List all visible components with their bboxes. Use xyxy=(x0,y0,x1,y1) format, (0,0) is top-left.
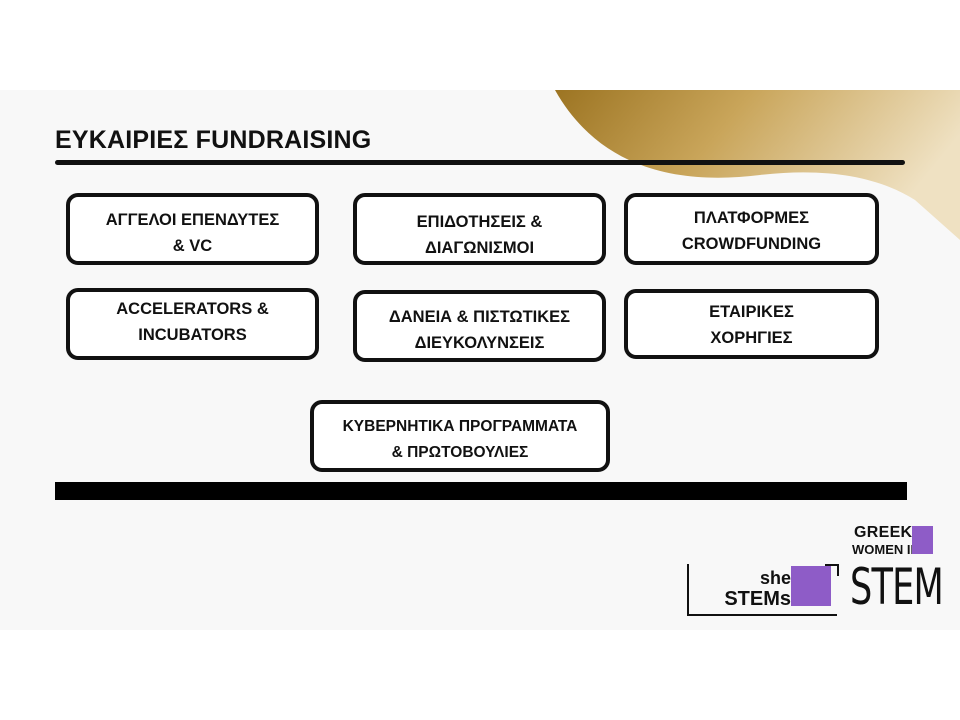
box-line: ΔΙΑΓΩΝΙΣΜΟΙ xyxy=(424,239,535,257)
logo-she-text: she xyxy=(759,568,791,588)
box-line: ΕΠΙΔΟΤΗΣΕΙΣ & xyxy=(416,213,543,231)
logo-stems-text: STEMs xyxy=(724,588,791,610)
box-government-programs: ΚΥΒΕΡΝΗΤΙΚΑ ΠΡΟΓΡΑΜΜΑΤΑ & ΠΡΩΤΟΒΟΥΛΙΕΣ xyxy=(310,400,610,472)
logo-stem-text: STEM xyxy=(850,558,944,616)
box-line: ACCELERATORS & xyxy=(116,300,269,318)
box-line: ΔΑΝΕΙΑ & ΠΙΣΤΩΤΙΚΕΣ xyxy=(388,308,571,326)
logo-bracket xyxy=(687,564,837,616)
box-line: & VC xyxy=(172,237,213,255)
bottom-divider-bar xyxy=(55,482,907,500)
box-loans-credit: ΔΑΝΕΙΑ & ΠΙΣΤΩΤΙΚΕΣ ΔΙΕΥΚΟΛΥΝΣΕΙΣ xyxy=(353,290,606,362)
logo-greek-text: GREEK xyxy=(854,524,913,541)
logo-purple-square xyxy=(791,566,831,606)
box-line: CROWDFUNDING xyxy=(681,235,822,253)
logo-purple-square xyxy=(912,526,933,554)
title-underline xyxy=(55,160,905,165)
box-grants-competitions: ΕΠΙΔΟΤΗΣΕΙΣ & ΔΙΑΓΩΝΙΣΜΟΙ xyxy=(353,193,606,265)
box-line: INCUBATORS xyxy=(138,326,247,344)
she-stems-logo: she STEMs xyxy=(683,560,843,620)
box-line: ΧΟΡΗΓΙΕΣ xyxy=(710,329,793,347)
logo-women-in-text: WOMEN IN xyxy=(852,542,920,557)
greek-women-in-stem-logo: GREEK WOMEN IN STEM xyxy=(850,524,944,620)
box-angel-investors-vc: ΑΓΓΕΛΟΙ ΕΠΕΝΔΥΤΕΣ & VC xyxy=(66,193,319,265)
box-line: ΕΤΑΙΡΙΚΕΣ xyxy=(709,303,794,321)
logo-bracket-corner xyxy=(825,564,839,576)
box-corporate-sponsorships: ΕΤΑΙΡΙΚΕΣ ΧΟΡΗΓΙΕΣ xyxy=(624,289,879,359)
page-title: ΕΥΚΑΙΡΙΕΣ FUNDRAISING xyxy=(55,126,372,154)
box-line: & ΠΡΩΤΟΒΟΥΛΙΕΣ xyxy=(391,444,529,461)
box-line: ΔΙΕΥΚΟΛΥΝΣΕΙΣ xyxy=(414,334,545,352)
box-line: ΚΥΒΕΡΝΗΤΙΚΑ ΠΡΟΓΡΑΜΜΑΤΑ xyxy=(342,418,578,435)
box-line: ΠΛΑΤΦΟΡΜΕΣ xyxy=(693,209,810,227)
box-crowdfunding-platforms: ΠΛΑΤΦΟΡΜΕΣ CROWDFUNDING xyxy=(624,193,879,265)
gold-swoosh-decoration xyxy=(555,90,960,240)
box-accelerators-incubators: ACCELERATORS & INCUBATORS xyxy=(66,288,319,360)
box-line: ΑΓΓΕΛΟΙ ΕΠΕΝΔΥΤΕΣ xyxy=(105,211,280,229)
slide: ΕΥΚΑΙΡΙΕΣ FUNDRAISING ΑΓΓΕΛΟΙ ΕΠΕΝΔΥΤΕΣ &… xyxy=(0,90,960,630)
